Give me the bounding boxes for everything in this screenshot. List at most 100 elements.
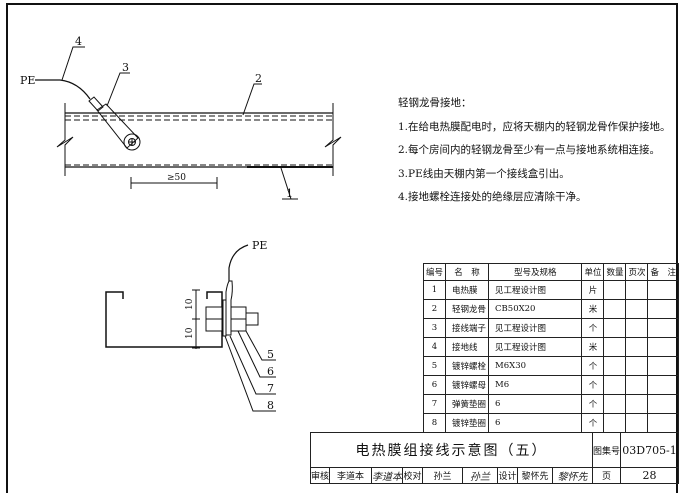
row-name: 镀锌螺栓	[445, 356, 490, 376]
row-unit: 个	[581, 413, 605, 433]
row-remark	[647, 318, 679, 338]
row-no: 2	[422, 299, 447, 319]
row-qty	[603, 337, 627, 357]
header-unit: 单位	[581, 263, 605, 281]
note-item: 4.接地螺栓连接处的绝缘层应清除干净。	[398, 191, 587, 203]
page-number: 28	[620, 467, 679, 484]
leader-3	[106, 72, 130, 107]
pe-label: PE	[20, 74, 35, 87]
header-qty: 数量	[603, 263, 627, 281]
row-remark	[647, 375, 679, 395]
leader-2	[242, 83, 262, 116]
leader-6	[237, 330, 276, 378]
callout-1: 1	[286, 187, 293, 200]
row-page	[625, 413, 649, 433]
leader-5	[245, 330, 276, 361]
design-label: 设计	[497, 467, 519, 484]
header-name: 名 称	[445, 263, 490, 281]
bolt-section-diagram	[105, 244, 276, 412]
row-unit: 片	[581, 280, 605, 300]
row-spec: 见工程设计图	[488, 318, 583, 338]
row-unit: 个	[581, 394, 605, 414]
row-spec: 见工程设计图	[488, 337, 583, 357]
row-page	[625, 375, 649, 395]
row-remark	[647, 356, 679, 376]
header-page: 页次	[625, 263, 649, 281]
row-name: 镀锌垫圈	[445, 413, 490, 433]
row-spec: CB50X20	[488, 299, 583, 319]
terminal-ring	[123, 133, 141, 151]
leader-1	[280, 167, 298, 200]
row-no: 4	[422, 337, 447, 357]
row-remark	[647, 394, 679, 414]
row-qty	[603, 394, 627, 414]
terminal-lug	[225, 280, 233, 336]
drawing-title: 电热膜组接线示意图（五）	[309, 432, 594, 468]
row-no: 6	[422, 375, 447, 395]
notes-title: 轻钢龙骨接地：	[398, 97, 472, 109]
note-item: 2.每个房间内的轻钢龙骨至少有一点与接地系统相连接。	[398, 144, 661, 156]
row-no: 3	[422, 318, 447, 338]
row-spec: M6X30	[488, 356, 583, 376]
leader-7	[229, 335, 276, 395]
check-label: 校对	[402, 467, 424, 484]
callout-3: 3	[122, 61, 129, 74]
row-page	[625, 394, 649, 414]
keel-section	[105, 291, 223, 348]
reviewer-signature: 李道本	[371, 467, 404, 484]
header-no: 编号	[422, 263, 447, 281]
note-item: 3.PE线由天棚内第一个接线盒引出。	[398, 167, 570, 180]
row-remark	[647, 280, 679, 300]
row-name: 电热膜	[445, 280, 490, 300]
row-name: 接地线	[445, 337, 490, 357]
callout-5: 5	[267, 348, 274, 361]
row-spec: 见工程设计图	[488, 280, 583, 300]
row-unit: 个	[581, 375, 605, 395]
callout-2: 2	[255, 72, 262, 85]
row-remark	[647, 299, 679, 319]
row-qty	[603, 413, 627, 433]
keel-grounding-diagram	[35, 46, 342, 200]
row-spec: 6	[488, 413, 583, 433]
callout-8: 8	[267, 399, 274, 412]
table-header: 编号 名 称 型号及规格 单位 数量 页次 备 注	[422, 263, 679, 281]
designer-signature: 黎怀先	[552, 467, 594, 484]
row-page	[625, 337, 649, 357]
row-name: 镀锌螺母	[445, 375, 490, 395]
pe-wire	[35, 79, 91, 100]
pe-wire	[228, 244, 249, 281]
drawing-frame	[6, 3, 678, 493]
row-qty	[603, 318, 627, 338]
row-remark	[647, 413, 679, 433]
row-unit: 个	[581, 356, 605, 376]
leader-4	[61, 46, 85, 81]
row-no: 5	[422, 356, 447, 376]
checker-name: 孙兰	[422, 467, 464, 484]
callout-4: 4	[75, 35, 82, 48]
row-page	[625, 280, 649, 300]
row-spec: 6	[488, 394, 583, 414]
reviewer-name: 李道本	[329, 467, 373, 484]
row-remark	[647, 337, 679, 357]
notes: 轻钢龙骨接地： 1.在给电热膜配电时，应将天棚内的轻钢龙骨作保护接地。 2.每个…	[398, 92, 671, 210]
row-qty	[603, 375, 627, 395]
atlas-number: 03D705-1	[620, 432, 679, 468]
title-block: 电热膜组接线示意图（五） 图集号 03D705-1 审核 李道本 李道本 校对 …	[309, 432, 679, 484]
bolt-end	[245, 312, 259, 326]
row-qty	[603, 356, 627, 376]
review-label: 审核	[309, 467, 331, 484]
break-symbol-left	[56, 103, 74, 176]
row-page	[625, 318, 649, 338]
row-qty	[603, 280, 627, 300]
row-unit: 米	[581, 299, 605, 319]
header-remark: 备 注	[647, 263, 679, 281]
row-name: 接线端子	[445, 318, 490, 338]
